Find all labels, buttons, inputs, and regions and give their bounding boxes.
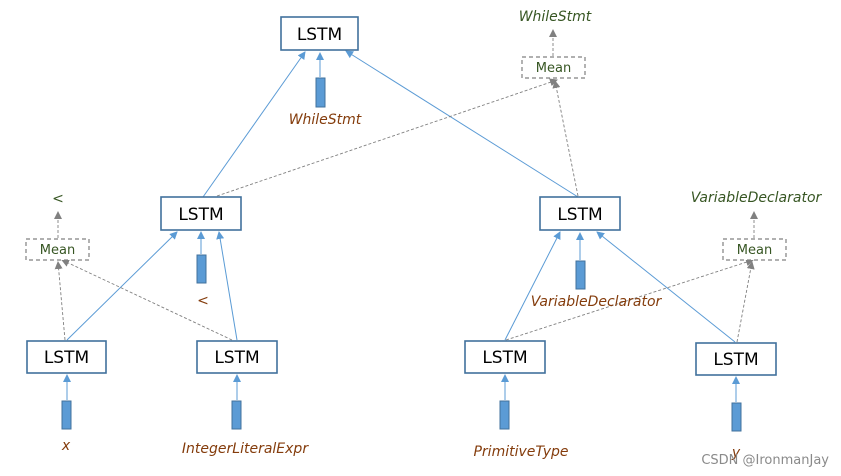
input-vector-vardecl xyxy=(575,260,586,290)
input-vector-intlit xyxy=(231,400,242,430)
mean-left-label: Mean xyxy=(40,243,75,258)
edge-dash-lt-to-mean-top xyxy=(216,78,558,197)
edge-dash-vardecl-to-mean-top xyxy=(552,80,579,197)
output-label-while: WhileStmt xyxy=(519,9,592,25)
input-label-intlit: IntegerLiteralExpr xyxy=(182,441,309,457)
input-vector-y xyxy=(731,402,742,432)
lstm-intlit-label: LSTM xyxy=(214,348,259,368)
input-label-y: y xyxy=(731,445,741,461)
edge-y-to-vardecl xyxy=(596,231,736,343)
edge-x-to-lt xyxy=(66,231,178,341)
lstm-x-label: LSTM xyxy=(44,348,89,368)
lstm-node-intlit: LSTM xyxy=(196,340,278,374)
input-label-while: WhileStmt xyxy=(289,112,362,128)
edge-dash-y-to-mean-right xyxy=(736,261,755,343)
edge-dash-x-to-mean-left xyxy=(54,261,66,341)
lstm-vardecl-label: LSTM xyxy=(557,205,602,225)
input-label-x: x xyxy=(61,438,71,454)
input-vector-while xyxy=(315,77,326,108)
lstm-node-vardecl: LSTM xyxy=(539,196,621,231)
input-label-primtype: PrimitiveType xyxy=(473,444,568,460)
lstm-node-primtype: LSTM xyxy=(464,340,546,374)
edge-dash-primtype-to-mean-right xyxy=(505,258,754,341)
csdn-watermark: CSDN @IronmanJay xyxy=(701,453,829,468)
input-vector-primtype xyxy=(499,400,510,430)
mean-top-label: Mean xyxy=(536,61,571,76)
edge-primtype-to-vardecl xyxy=(504,231,561,341)
input-label-lt: < xyxy=(197,293,209,309)
lstm-node-y: LSTM xyxy=(695,342,777,376)
edge-vardecl-to-root xyxy=(345,50,579,198)
lstm-node-root: LSTM xyxy=(280,16,359,51)
edge-dash-intlit-to-mean-left xyxy=(61,259,233,341)
input-label-vardecl: VariableDeclarator xyxy=(531,294,663,310)
lstm-y-label: LSTM xyxy=(713,350,758,370)
lstm-root-label: LSTM xyxy=(297,25,342,45)
mean-right-label: Mean xyxy=(737,243,772,258)
lstm-node-x: LSTM xyxy=(26,340,107,374)
output-label-lt: < xyxy=(52,191,64,207)
lstm-node-lt: LSTM xyxy=(160,196,242,231)
mean-node-left: Mean xyxy=(25,238,90,261)
input-vector-x xyxy=(61,400,72,430)
input-vector-lt xyxy=(196,254,207,284)
edge-intlit-to-lt xyxy=(216,231,238,341)
mean-node-top: Mean xyxy=(521,56,586,79)
edge-while-to-root xyxy=(202,51,306,198)
lstm-lt-label: LSTM xyxy=(178,205,223,225)
mean-node-right: Mean xyxy=(722,238,787,261)
lstm-primtype-label: LSTM xyxy=(482,348,527,368)
output-label-vardecl: VariableDeclarator xyxy=(691,190,823,206)
